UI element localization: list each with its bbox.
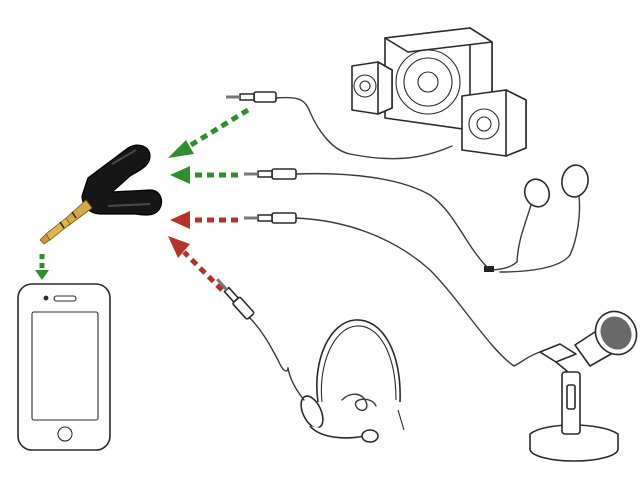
left-satellite-speaker-icon bbox=[351, 61, 393, 115]
right-satellite-speaker-icon bbox=[461, 89, 527, 157]
microphone-arrow-icon bbox=[170, 211, 238, 229]
headset-icon bbox=[287, 319, 405, 443]
y-splitter-adapter-icon bbox=[39, 144, 163, 245]
earphones-arrow-icon bbox=[170, 166, 238, 184]
speakers-arrow-icon bbox=[168, 107, 250, 158]
earphone-plug-icon bbox=[244, 168, 297, 180]
earphone-splitter-bead bbox=[484, 266, 494, 272]
headset-arrow-icon bbox=[168, 236, 224, 292]
headset-plug-icon bbox=[216, 278, 255, 320]
smartphone-icon bbox=[17, 283, 111, 451]
gold-jack-icon bbox=[39, 199, 93, 245]
microphone-icon bbox=[513, 310, 638, 462]
phone-arrow-icon bbox=[35, 254, 49, 280]
cables bbox=[247, 96, 515, 372]
earphones-icon bbox=[484, 164, 589, 273]
speakers-icon bbox=[351, 27, 527, 157]
microphone-plug-icon bbox=[244, 212, 297, 224]
speaker-plug-icon bbox=[226, 91, 277, 103]
